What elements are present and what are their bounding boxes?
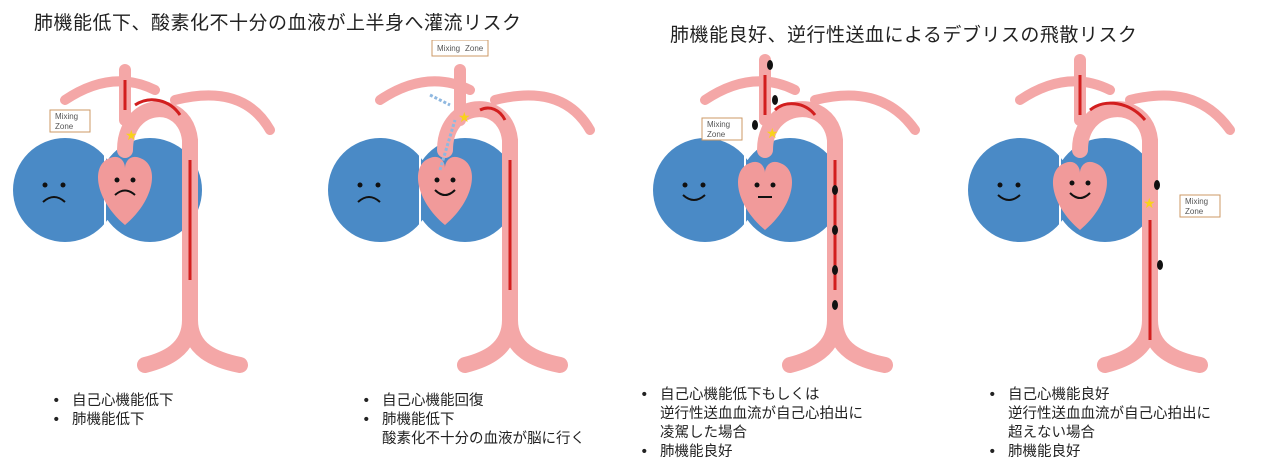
bullet-item: 肺機能良好 [640,443,863,462]
mixing-zone-label-2: Zone [465,44,484,53]
bullet-item: 自己心機能低下もしくは [640,386,863,405]
bullet-item: 肺機能良好 [988,443,1211,462]
mixing-star-icon: ★ [458,110,471,126]
bullet-continuation: 超えない場合 [988,424,1211,443]
bullet-continuation: 逆行性送血血流が自己心拍出に [640,405,863,424]
mixing-zone-label: Mixing [55,112,78,121]
diagram-panel-2: ★ Mixing Zone [320,40,620,390]
circulation-diagram-4: ★ Mixing Zone [955,40,1255,390]
mixing-zone-label: Mixing [437,44,460,53]
left-title: 肺機能低下、酸素化不十分の血液が上半身へ灌流リスク [34,8,522,35]
mixing-zone-label: Mixing [1185,197,1208,206]
bullet-continuation: 逆行性送血血流が自己心拍出に [988,405,1211,424]
mixing-star-icon: ★ [1143,196,1156,212]
bullet-item: 自己心機能回復 [362,392,585,411]
diagram-panel-4: ★ Mixing Zone [955,40,1255,390]
bullet-item: 肺機能低下 [362,411,585,430]
bullet-item: 肺機能低下 [52,411,174,430]
panel-2-bullets: 自己心機能回復 肺機能低下 酸素化不十分の血液が脳に行く [362,392,585,449]
mixing-zone-label-2: Zone [1185,207,1204,216]
diagram-panel-3: ★ Mixing Zone [640,40,940,390]
bullet-item: 自己心機能低下 [52,392,174,411]
bullet-item: 自己心機能良好 [988,386,1211,405]
bullet-continuation: 凌駕した場合 [640,424,863,443]
circulation-diagram-1: ★ Mixing Zone [5,40,305,390]
diagram-panel-1: ★ Mixing Zone [5,40,305,390]
mixing-zone-label-2: Zone [55,122,74,131]
mixing-star-icon: ★ [766,126,779,142]
circulation-diagram-2: ★ Mixing Zone [320,40,620,390]
panel-1-bullets: 自己心機能低下 肺機能低下 [52,392,174,430]
bullet-continuation: 酸素化不十分の血液が脳に行く [362,430,585,449]
mixing-zone-label-2: Zone [707,130,726,139]
mixing-star-icon: ★ [125,128,138,144]
panel-3-bullets: 自己心機能低下もしくは 逆行性送血血流が自己心拍出に 凌駕した場合 肺機能良好 [640,386,863,462]
circulation-diagram-3: ★ Mixing Zone [640,40,940,390]
mixing-zone-label: Mixing [707,120,730,129]
panel-4-bullets: 自己心機能良好 逆行性送血血流が自己心拍出に 超えない場合 肺機能良好 [988,386,1211,462]
